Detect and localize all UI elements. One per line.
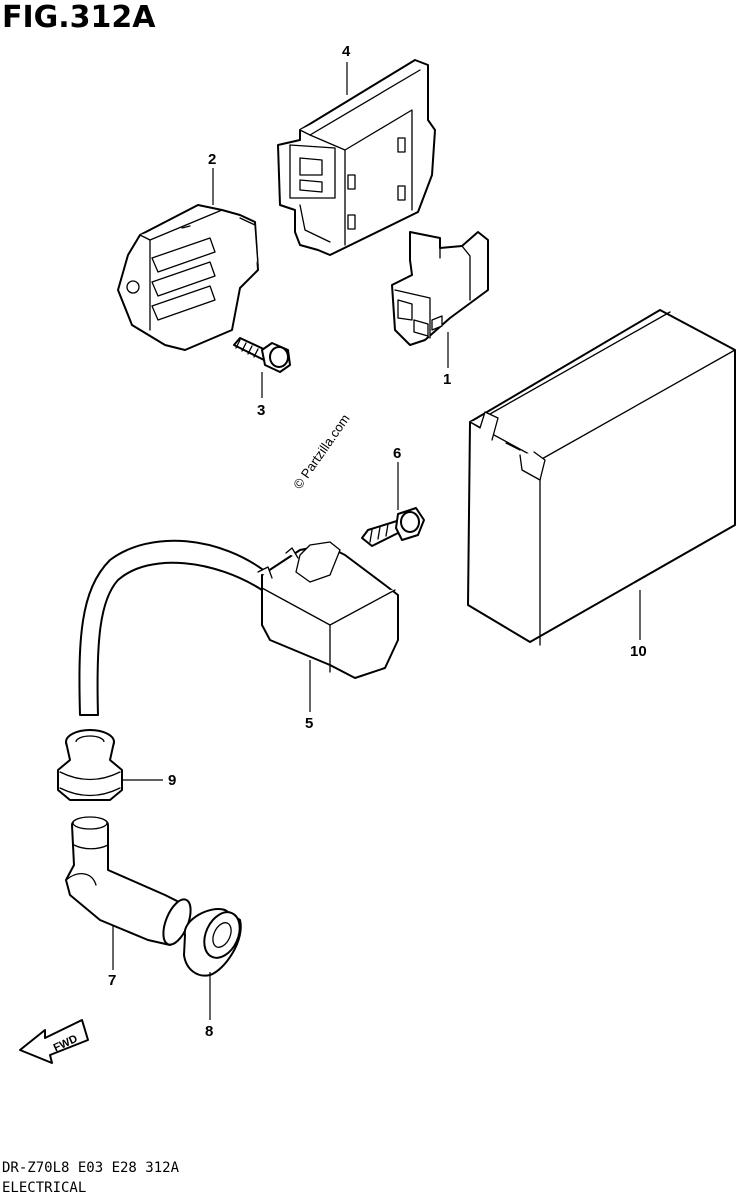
spark-plug-cap-icon xyxy=(65,816,192,946)
bolt-icon xyxy=(361,507,425,547)
battery-icon xyxy=(467,309,736,646)
callout-5: 5 xyxy=(305,715,313,732)
grommet-icon xyxy=(57,729,123,801)
bolt-icon xyxy=(233,337,291,373)
ignition-coil-icon xyxy=(78,539,399,716)
fig-title: FIG.312A xyxy=(2,0,156,35)
callout-leaders xyxy=(112,62,641,1020)
callout-6: 6 xyxy=(393,445,401,462)
callout-10: 10 xyxy=(630,643,647,660)
cap-seal-icon xyxy=(183,908,242,977)
cdi-unit-icon xyxy=(277,59,436,256)
callout-9: 9 xyxy=(168,772,176,789)
callout-4: 4 xyxy=(342,43,351,60)
callout-1: 1 xyxy=(443,371,451,388)
callout-8: 8 xyxy=(205,1023,213,1040)
watermark-text: © Partzilla.com xyxy=(290,411,353,491)
callout-2: 2 xyxy=(208,151,216,168)
regulator-rectifier-icon xyxy=(117,204,259,351)
model-code: DR-Z70L8 E03 E28 312A xyxy=(2,1160,180,1176)
section-name: ELECTRICAL xyxy=(2,1180,87,1196)
callout-7: 7 xyxy=(108,972,116,989)
fwd-arrow-icon: FWD xyxy=(19,1019,89,1064)
connector-icon xyxy=(391,231,489,346)
callout-3: 3 xyxy=(257,402,265,419)
